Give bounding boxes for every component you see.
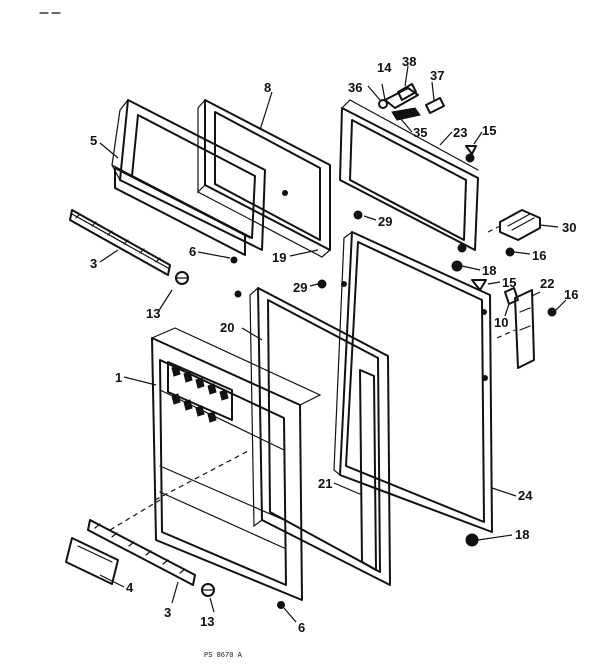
screw-part-16-lower <box>547 307 557 317</box>
screw-part-6-lower <box>277 601 285 609</box>
callout-37: 37 <box>430 68 444 83</box>
screw-part-15-lower <box>471 279 487 291</box>
fresh-food-door-liner-part-1 <box>151 327 322 601</box>
trim-strip-part-3-upper <box>69 209 171 276</box>
bracket-parts-14-35-36 <box>378 87 421 121</box>
freezer-outer-door-part-23 <box>339 99 479 253</box>
fresh-food-outer-door-part-24 <box>333 231 493 533</box>
callout-36: 36 <box>348 80 362 95</box>
callout-23: 23 <box>453 125 467 140</box>
trim-strip-part-3-lower <box>87 499 196 586</box>
callout-8: 8 <box>264 80 271 95</box>
hinge-part-22 <box>496 289 535 369</box>
callout-22: 22 <box>540 276 554 291</box>
drawing-code: PS 8670 A <box>204 652 243 660</box>
callout-4: 4 <box>126 580 134 595</box>
callout-29-lower: 29 <box>293 280 307 295</box>
callout-6-lower: 6 <box>298 620 305 635</box>
screw-part-29-upper <box>353 210 363 220</box>
bumper-part-18-upper <box>451 260 463 272</box>
callout-6-upper: 6 <box>189 244 196 259</box>
callout-13-lower: 13 <box>200 614 214 629</box>
callout-29-upper: 29 <box>378 214 392 229</box>
hinge-part-30 <box>487 209 541 241</box>
callout-1: 1 <box>115 370 122 385</box>
bumper-part-18-lower <box>465 533 479 547</box>
label-part-37 <box>425 97 445 114</box>
callout-10: 10 <box>494 315 508 330</box>
callout-30: 30 <box>562 220 576 235</box>
callout-18-upper: 18 <box>482 263 496 278</box>
callout-labels: 5 8 6 3 13 19 14 38 37 36 35 23 15 29 30… <box>90 54 578 635</box>
callout-3-upper: 3 <box>90 256 97 271</box>
callout-5: 5 <box>90 133 97 148</box>
callout-19: 19 <box>272 250 286 265</box>
callout-15-lower: 15 <box>502 275 516 290</box>
callout-14: 14 <box>377 60 392 75</box>
fresh-food-gasket-part-20 <box>234 287 391 586</box>
callout-20: 20 <box>220 320 234 335</box>
gasket-side-part-21 <box>359 369 377 571</box>
callout-35: 35 <box>413 125 427 140</box>
callout-3-lower: 3 <box>164 605 171 620</box>
screw-part-13-lower <box>201 583 215 597</box>
callout-21: 21 <box>318 476 332 491</box>
callout-24: 24 <box>518 488 533 503</box>
handle-cover-part-4 <box>65 537 119 585</box>
freezer-door-liner-part-5 <box>111 99 266 264</box>
callout-13-upper: 13 <box>146 306 160 321</box>
callout-15-upper: 15 <box>482 123 496 138</box>
callout-16-lower: 16 <box>564 287 578 302</box>
screw-part-13-upper <box>175 271 189 285</box>
bracket-part-10 <box>504 287 519 305</box>
screw-part-15-upper <box>465 145 477 155</box>
screw-part-16-upper <box>505 247 515 257</box>
callout-18-lower: 18 <box>515 527 529 542</box>
label-part-38 <box>397 83 417 101</box>
callout-16-upper: 16 <box>532 248 546 263</box>
callout-38: 38 <box>402 54 416 69</box>
leader-lines <box>99 65 567 623</box>
